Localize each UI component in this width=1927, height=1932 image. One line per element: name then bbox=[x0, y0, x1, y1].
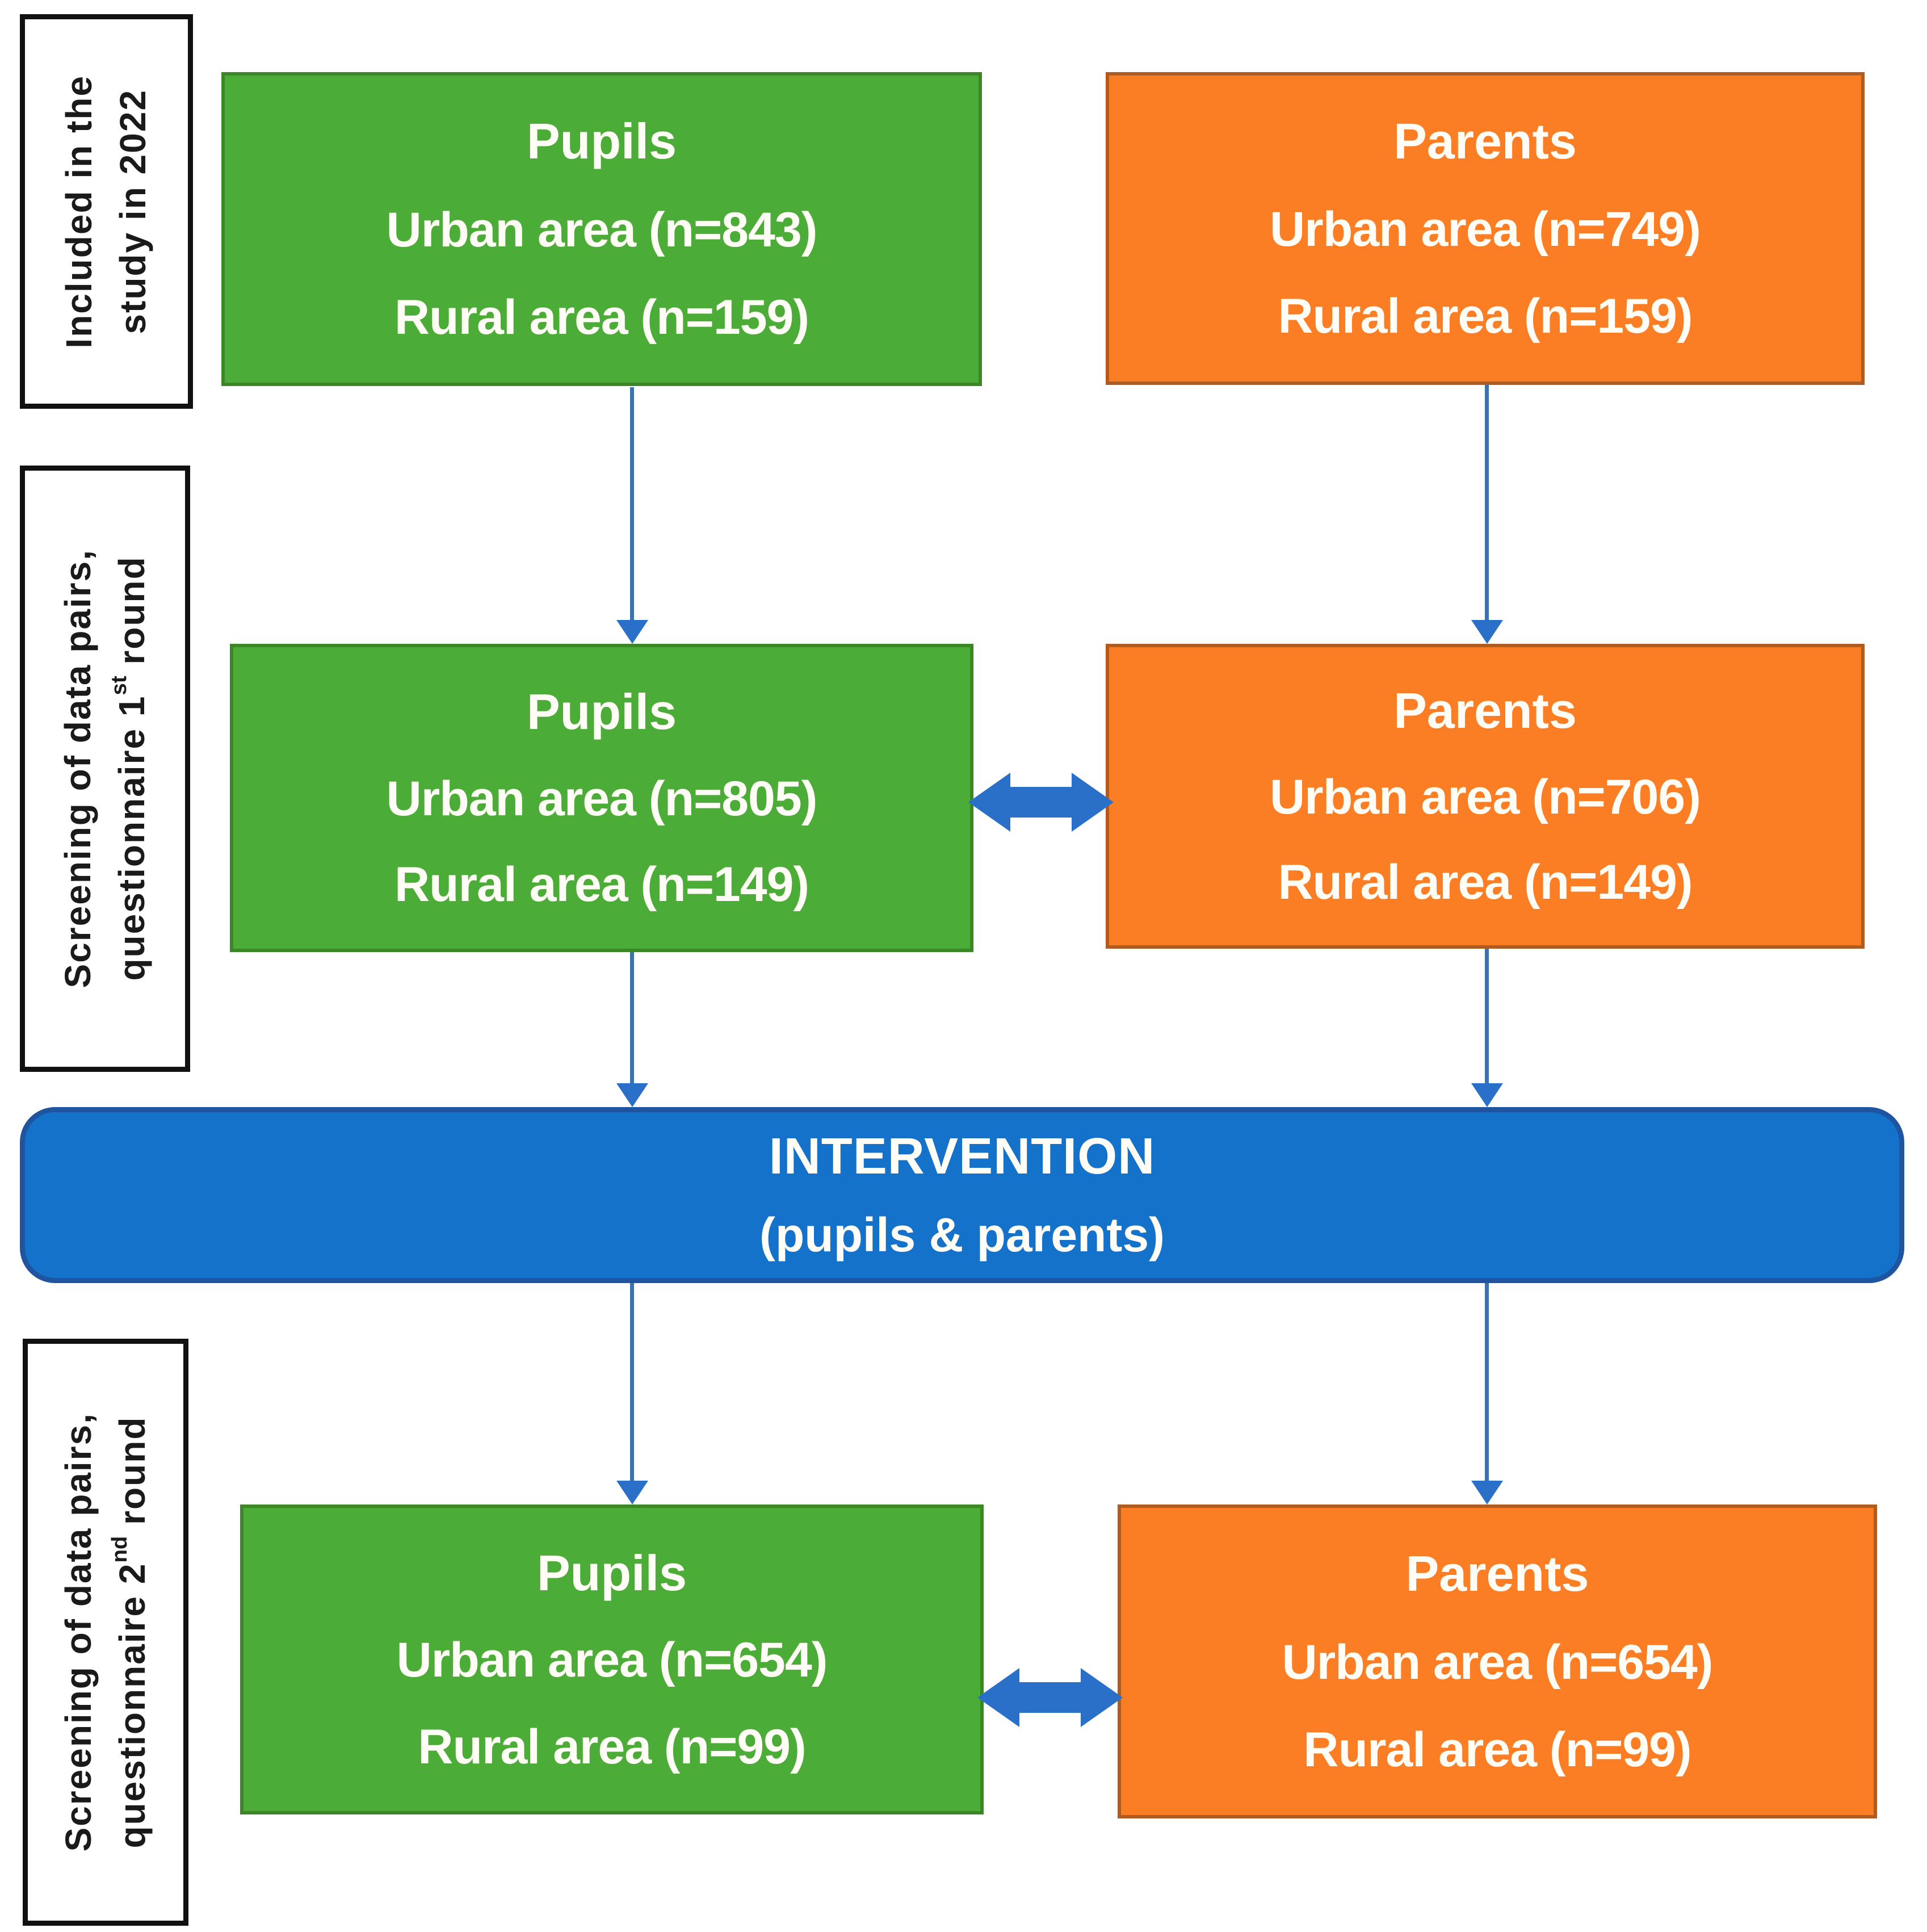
urban-count: Urban area (n=805) bbox=[386, 771, 818, 826]
intervention-subtitle: (pupils & parents) bbox=[759, 1208, 1165, 1262]
pupils-box-round2: Pupils Urban area (n=654) Rural area (n=… bbox=[240, 1504, 984, 1814]
urban-count: Urban area (n=654) bbox=[1282, 1635, 1714, 1690]
rural-count: Rural area (n=99) bbox=[1303, 1722, 1691, 1777]
rural-count: Rural area (n=149) bbox=[394, 857, 809, 912]
stage-label-line1: Screening of data pairs, bbox=[57, 549, 98, 988]
ordinal-superscript: nd bbox=[107, 1536, 132, 1563]
stage-label-line2: study in 2022 bbox=[112, 89, 154, 334]
parents-box-included: Parents Urban area (n=749) Rural area (n… bbox=[1106, 72, 1865, 385]
intervention-box: INTERVENTION (pupils & parents) bbox=[20, 1107, 1904, 1283]
double-arrow-icon bbox=[968, 773, 1114, 832]
stage-label-line1: Screening of data pairs, bbox=[57, 1413, 99, 1852]
box-title: Pupils bbox=[526, 683, 677, 740]
stage-label-screening-round2: Screening of data pairs, questionnaire 2… bbox=[23, 1339, 188, 1926]
box-title: Pupils bbox=[526, 113, 677, 170]
box-title: Parents bbox=[1393, 682, 1577, 739]
parents-box-round1: Parents Urban area (n=706) Rural area (n… bbox=[1106, 644, 1865, 949]
urban-count: Urban area (n=706) bbox=[1270, 769, 1701, 824]
pupils-box-round1: Pupils Urban area (n=805) Rural area (n=… bbox=[230, 644, 973, 952]
down-arrow-icon bbox=[1471, 385, 1503, 644]
ordinal-superscript: st bbox=[106, 676, 131, 696]
down-arrow-icon bbox=[616, 387, 648, 644]
rural-count: Rural area (n=149) bbox=[1278, 854, 1693, 910]
stage-label-text: Screening of data pairs, questionnaire 2… bbox=[53, 1413, 158, 1852]
pupils-box-included: Pupils Urban area (n=843) Rural area (n=… bbox=[221, 72, 982, 386]
stage-label-line2: questionnaire 1st round bbox=[106, 556, 153, 982]
stage-label-text: Screening of data pairs, questionnaire 1… bbox=[52, 549, 158, 988]
box-title: Parents bbox=[1405, 1545, 1589, 1602]
box-title: Pupils bbox=[536, 1544, 687, 1601]
stage-label-line2: questionnaire 2nd round bbox=[107, 1416, 153, 1849]
rural-count: Rural area (n=159) bbox=[394, 290, 809, 345]
rural-count: Rural area (n=159) bbox=[1278, 289, 1693, 344]
rural-count: Rural area (n=99) bbox=[418, 1719, 806, 1774]
box-title: Parents bbox=[1393, 112, 1577, 169]
stage-label-screening-round1: Screening of data pairs, questionnaire 1… bbox=[20, 466, 190, 1072]
urban-count: Urban area (n=843) bbox=[386, 202, 818, 257]
down-arrow-icon bbox=[1471, 1283, 1503, 1504]
urban-count: Urban area (n=749) bbox=[1270, 202, 1701, 257]
parents-box-round2: Parents Urban area (n=654) Rural area (n… bbox=[1118, 1504, 1877, 1818]
stage-label-line1: Included in the bbox=[58, 74, 100, 349]
down-arrow-icon bbox=[1471, 949, 1503, 1107]
double-arrow-icon bbox=[977, 1668, 1123, 1727]
intervention-title: INTERVENTION bbox=[769, 1128, 1156, 1185]
stage-label-included-2022: Included in the study in 2022 bbox=[20, 14, 193, 409]
urban-count: Urban area (n=654) bbox=[396, 1633, 828, 1687]
down-arrow-icon bbox=[616, 952, 648, 1107]
stage-label-text: Included in the study in 2022 bbox=[53, 75, 159, 349]
down-arrow-icon bbox=[616, 1283, 648, 1504]
